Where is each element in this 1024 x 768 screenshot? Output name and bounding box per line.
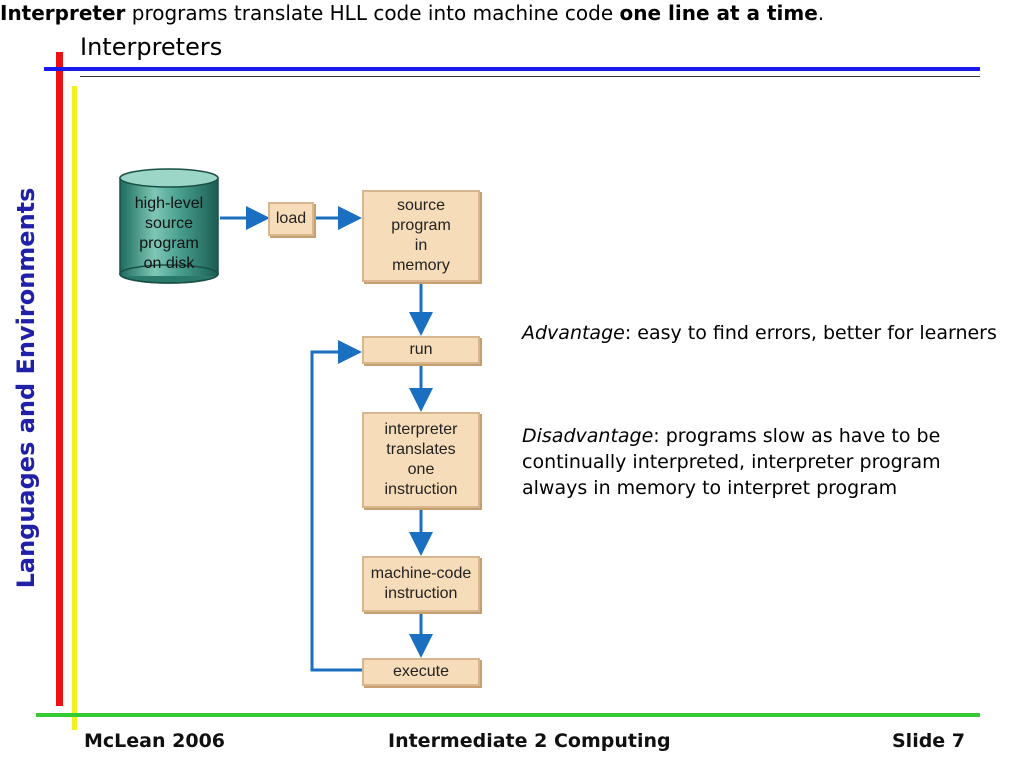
advantage-label: Advantage xyxy=(522,322,625,344)
execute-box: execute xyxy=(362,658,480,686)
thin-top-rule xyxy=(80,76,980,77)
disk-label: high-level source program on disk xyxy=(134,195,204,272)
intro-term: Interpreter xyxy=(0,1,126,25)
advantage-text: : easy to find errors, better for learne… xyxy=(624,322,997,344)
run-box: run xyxy=(362,336,480,364)
intro-emphasis: one line at a time xyxy=(619,1,818,25)
footer-left: McLean 2006 xyxy=(84,730,226,752)
footer-center: Intermediate 2 Computing xyxy=(388,730,671,752)
translate-box: interpreter translates one instruction xyxy=(362,412,480,508)
green-bottom-rule xyxy=(36,713,980,717)
footer-right: Slide 7 xyxy=(892,730,966,752)
disk-cylinder-icon xyxy=(119,168,219,284)
machine-code-box: machine-code instruction xyxy=(362,556,480,612)
red-vertical-bar xyxy=(56,52,63,706)
slide-title: Interpreters xyxy=(80,33,223,61)
yellow-vertical-bar xyxy=(72,86,77,730)
intro-end: . xyxy=(817,1,825,25)
intro-middle: programs translate HLL code into machine… xyxy=(125,1,620,25)
source-memory-box: source program in memory xyxy=(362,190,480,282)
disadvantage-paragraph: Disadvantage: programs slow as have to b… xyxy=(522,423,1002,501)
blue-top-rule xyxy=(44,67,980,71)
load-box: load xyxy=(268,202,314,236)
disadvantage-label: Disadvantage xyxy=(522,425,654,447)
advantage-paragraph: Advantage: easy to find errors, better f… xyxy=(522,320,1002,346)
intro-paragraph: Interpreter programs translate HLL code … xyxy=(0,0,840,26)
disadvantage-text: : programs slow as have to be continuall… xyxy=(522,425,941,499)
arrow-loop-execute-to-run xyxy=(310,340,364,672)
